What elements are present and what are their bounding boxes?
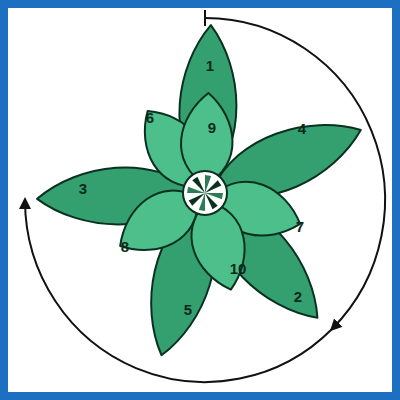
callout-number: 1 <box>206 58 214 73</box>
leaf-shape <box>177 24 239 186</box>
center-segment <box>205 193 218 209</box>
center-segment <box>189 193 205 206</box>
callout-number: 8 <box>121 239 129 254</box>
callout-number: 5 <box>184 302 192 317</box>
callout-number: 10 <box>230 261 247 276</box>
center-segment <box>192 177 205 193</box>
callout-number: 3 <box>79 181 87 196</box>
callout-number: 9 <box>208 120 216 135</box>
center-segment <box>205 180 221 193</box>
flower-center <box>183 171 227 215</box>
callout-number: 4 <box>298 121 306 136</box>
callout-number: 6 <box>146 110 154 125</box>
callout-number: 2 <box>294 289 302 304</box>
arrow-start-tick <box>204 10 206 26</box>
callout-number: 7 <box>296 219 304 234</box>
leaf-group <box>36 24 371 363</box>
